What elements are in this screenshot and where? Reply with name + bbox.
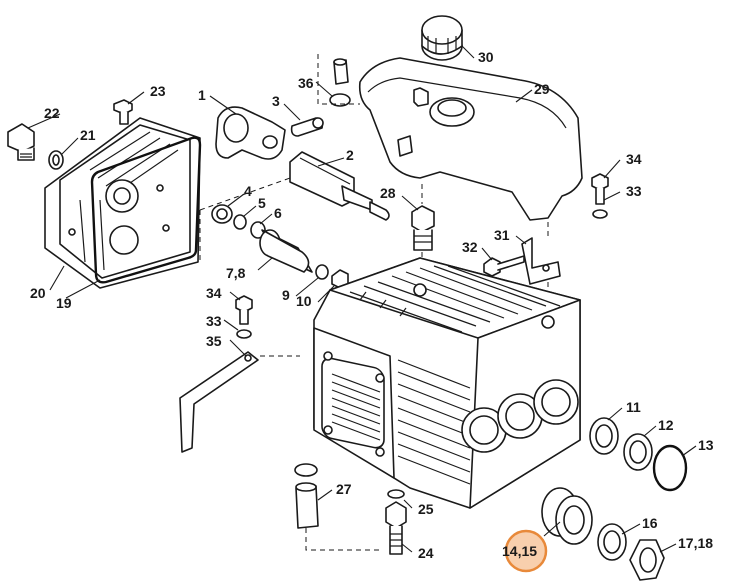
reservoir-bracket — [521, 237, 561, 285]
label-13: 13 — [698, 437, 714, 453]
valve-nut-17-18 — [629, 539, 665, 581]
label-33-left: 33 — [206, 313, 222, 329]
label-17-18: 17,18 — [678, 535, 713, 551]
label-14-15: 14,15 — [502, 543, 537, 559]
sleeve — [259, 229, 313, 273]
lower-hose — [295, 482, 319, 529]
washer-left — [236, 329, 252, 339]
label-32: 32 — [462, 239, 478, 255]
cover-plate — [44, 117, 201, 289]
label-21: 21 — [80, 127, 96, 143]
cover-gasket — [90, 136, 202, 284]
pump-housing — [313, 257, 581, 509]
label-12: 12 — [658, 417, 674, 433]
drain-plug — [7, 123, 35, 161]
label-35: 35 — [206, 333, 222, 349]
seal-6 — [250, 221, 266, 239]
oring-5 — [233, 214, 247, 230]
label-20: 20 — [30, 285, 46, 301]
label-2: 2 — [346, 147, 354, 163]
label-23: 23 — [150, 83, 166, 99]
oring-13 — [652, 444, 688, 492]
label-29: 29 — [534, 81, 550, 97]
label-34-left: 34 — [206, 285, 222, 301]
label-1: 1 — [198, 87, 206, 103]
piston-pin — [290, 117, 324, 137]
reservoir-cap — [421, 15, 463, 61]
oil-reservoir — [358, 57, 583, 221]
leader-lines — [27, 45, 697, 553]
label-7-8: 7,8 — [226, 265, 246, 281]
valve-seat-11 — [589, 417, 619, 455]
label-31: 31 — [494, 227, 510, 243]
label-16: 16 — [642, 515, 658, 531]
label-10: 10 — [296, 293, 312, 309]
label-25: 25 — [418, 501, 434, 517]
label-30: 30 — [478, 49, 494, 65]
oring-25 — [387, 489, 405, 499]
label-5: 5 — [258, 195, 266, 211]
valve-16 — [597, 523, 627, 561]
label-34-right: 34 — [626, 151, 642, 167]
reservoir-hose — [333, 58, 349, 85]
highlight-marker — [504, 529, 548, 573]
label-9: 9 — [282, 287, 290, 303]
label-11: 11 — [626, 399, 641, 415]
washer-9 — [315, 264, 329, 280]
label-36: 36 — [298, 75, 314, 91]
valve-12 — [623, 433, 653, 471]
drain-fitting — [385, 501, 407, 555]
screw-left — [235, 295, 253, 325]
label-3: 3 — [272, 93, 280, 109]
reservoir-fitting — [411, 205, 435, 251]
label-27: 27 — [336, 481, 352, 497]
bracket-screw — [483, 255, 525, 277]
mount-bracket — [179, 351, 259, 453]
label-33-right: 33 — [626, 183, 642, 199]
connecting-rod — [215, 106, 286, 160]
valve-14-15 — [541, 487, 593, 545]
label-19: 19 — [56, 295, 72, 311]
label-6: 6 — [274, 205, 282, 221]
label-22: 22 — [44, 105, 60, 121]
label-24: 24 — [418, 545, 434, 561]
cover-screw — [113, 99, 133, 125]
part-labels: 1 2 3 4 5 6 7,8 9 10 11 12 13 14,15 16 1… — [30, 49, 714, 561]
plunger — [289, 151, 390, 221]
label-4: 4 — [244, 183, 252, 199]
hose-clamp-lower — [294, 463, 318, 477]
hose-clamp — [329, 93, 351, 107]
washer-right — [592, 209, 608, 219]
label-28: 28 — [380, 185, 396, 201]
